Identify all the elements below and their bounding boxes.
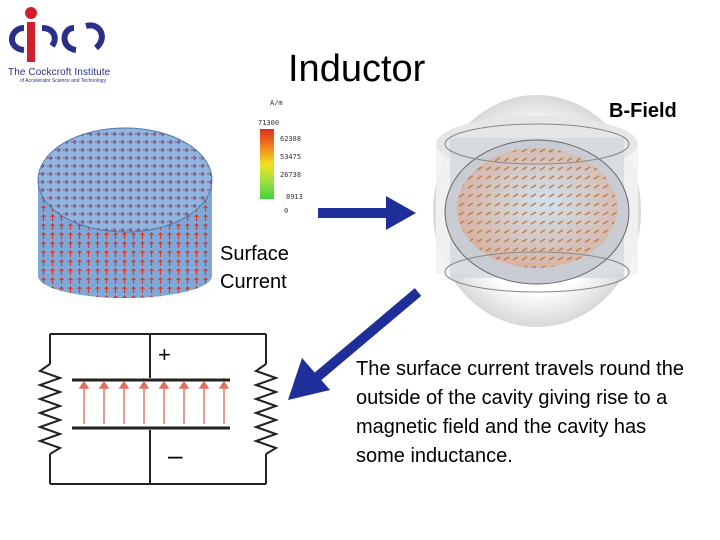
cockcroft-logo: The Cockcroft Institute of Accelerator S… [4,4,134,84]
legend-tick: 0 [284,207,289,215]
legend-tick: 8913 [286,193,303,201]
surface-current-cylinder [37,127,213,298]
surface-current-label: Surface Current [220,240,289,296]
legend-tick: 71300 [258,119,280,127]
lc-circuit-diagram: + – [36,333,280,485]
current-legend: A/m 71300 62388 53475 26738 8913 0 [254,99,314,217]
legend-unit: A/m [270,99,283,107]
b-field-cavity [433,95,641,327]
legend-tick: 53475 [280,153,302,161]
logo-subtitle: of Accelerator Science and Technology [20,78,107,84]
surface-current-line1: Surface [220,243,289,265]
cockcroft-logo-icon [9,7,105,62]
arrow-diagonal-icon [288,288,422,400]
b-field-label: B-Field [609,100,677,122]
logo-name: The Cockcroft Institute [8,67,111,78]
legend-tick: 26738 [280,171,302,179]
plus-sign: + [158,342,171,367]
arrow-right-icon [318,196,416,230]
minus-sign: – [168,440,183,470]
legend-color-bar [260,129,274,199]
surface-current-line2: Current [220,271,287,293]
slide-title: Inductor [288,48,426,90]
description-text: The surface current travels round the ou… [356,358,684,467]
legend-tick: 62388 [280,135,302,143]
